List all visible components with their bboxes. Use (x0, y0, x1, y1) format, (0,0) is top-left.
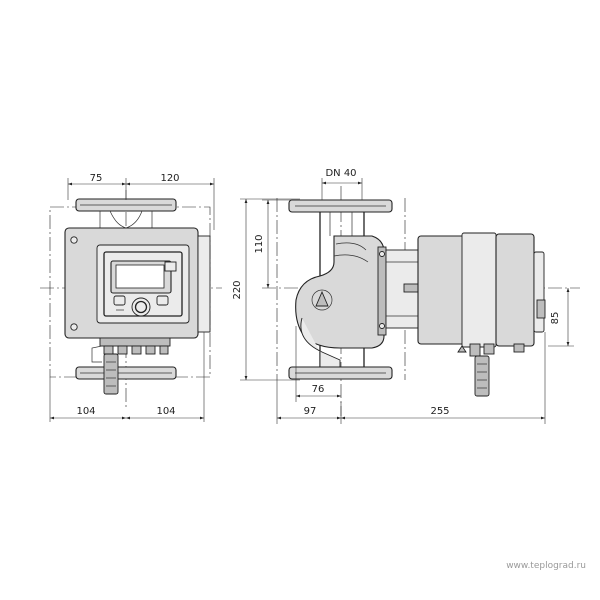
dim-85: 85 (550, 312, 561, 325)
dim-dn40: DN 40 (325, 168, 356, 179)
module-end-cap (495, 233, 535, 347)
front-screw-bl (70, 323, 78, 331)
module-connector (536, 299, 546, 319)
front-side-plate (197, 235, 211, 333)
dim-75: 75 (90, 173, 103, 184)
dim-97: 97 (304, 406, 317, 417)
front-dimensions: 75 120 104 104 (49, 173, 215, 422)
flow-arrow-icon (315, 290, 329, 307)
menu-button (113, 295, 126, 306)
display-led (164, 261, 177, 272)
dim-104-right: 104 (156, 406, 175, 417)
dim-110: 110 (254, 234, 265, 253)
control-knob (131, 297, 151, 317)
dim-255: 255 (430, 406, 449, 417)
side-power-cable (474, 355, 490, 397)
front-view (40, 190, 222, 408)
dim-76: 76 (312, 384, 325, 395)
dim-120: 120 (160, 173, 179, 184)
back-button (156, 295, 169, 306)
cable-glands (91, 337, 171, 363)
motor-flange-plate (377, 246, 387, 336)
side-dimensions: DN 40 110 220 76 97 255 85 (232, 168, 574, 424)
display-screen (115, 264, 165, 289)
front-screw-tl (70, 236, 78, 244)
side-view (262, 186, 580, 416)
side-cable-glands (457, 343, 525, 357)
module-end-plate (533, 251, 545, 333)
dim-104-left: 104 (76, 406, 95, 417)
housing-lower-elbow (300, 317, 341, 368)
dim-220: 220 (232, 280, 243, 299)
power-cable (103, 353, 119, 395)
electronics-cover (461, 232, 497, 348)
watermark: www.teplograd.ru (506, 561, 586, 571)
